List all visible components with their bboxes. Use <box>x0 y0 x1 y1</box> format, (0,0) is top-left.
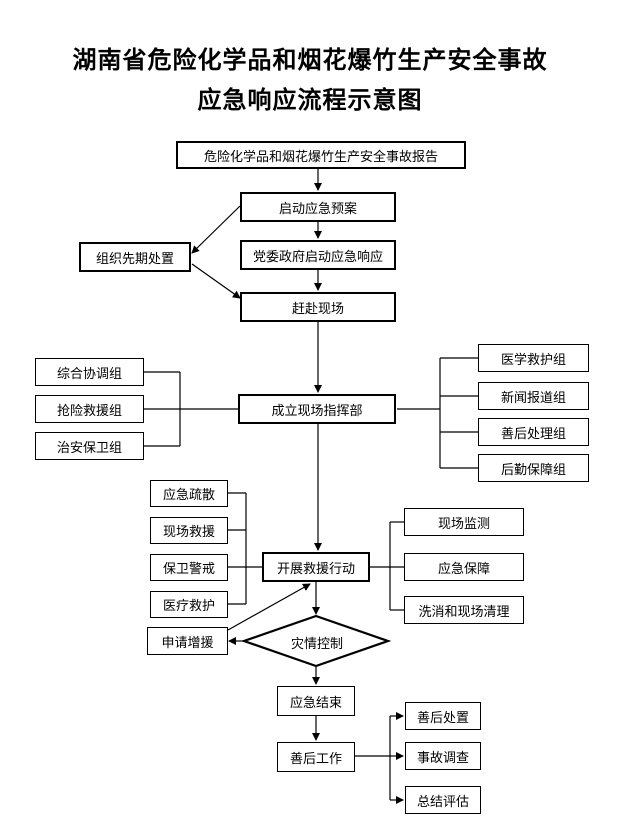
guard-alert-box: 保卫警戒 <box>150 554 228 581</box>
diagram-title-line1: 湖南省危险化学品和烟花爆竹生产安全事故 <box>72 46 548 74</box>
rescue-action-box: 开展救援行动 <box>262 552 370 582</box>
decontamination-box: 洗消和现场清理 <box>404 596 524 624</box>
evacuation-box: 应急疏散 <box>150 480 228 507</box>
medical-aid-box: 医疗救护 <box>150 591 228 618</box>
aftermath-disposal-box: 善后处置 <box>405 702 481 730</box>
emergency-end-box: 应急结束 <box>277 686 355 716</box>
first-aid-box: 组织先期处置 <box>79 242 191 272</box>
diagram-title-line2: 应急响应流程示意图 <box>197 86 423 114</box>
group-medical-box: 医学救护组 <box>478 344 589 372</box>
aftermath-work-box: 善后工作 <box>277 742 355 772</box>
rush-to-scene-box: 赶赴现场 <box>240 292 396 322</box>
command-post-box: 成立现场指挥部 <box>238 394 396 424</box>
field-rescue-box: 现场救援 <box>150 517 228 544</box>
request-reinforcement-box: 申请增援 <box>147 627 228 655</box>
group-coordination-box: 综合协调组 <box>35 358 144 386</box>
summary-evaluation-box: 总结评估 <box>405 786 481 814</box>
field-monitoring-box: 现场监测 <box>404 508 524 536</box>
party-gov-response-box: 党委政府启动应急响应 <box>240 240 396 270</box>
emergency-support-box: 应急保障 <box>404 553 524 581</box>
group-aftercare-box: 善后处理组 <box>478 418 589 446</box>
accident-investigation-box: 事故调查 <box>405 742 481 770</box>
group-rescue-box: 抢险救援组 <box>35 395 144 423</box>
accident-report-box: 危险化学品和烟花爆竹生产安全事故报告 <box>176 141 466 169</box>
group-logistics-box: 后勤保障组 <box>478 454 589 482</box>
group-security-box: 治安保卫组 <box>35 432 144 460</box>
disaster-control-diamond: 灾情控制 <box>290 636 343 652</box>
group-news-box: 新闻报道组 <box>478 382 589 410</box>
start-plan-box: 启动应急预案 <box>240 192 396 222</box>
